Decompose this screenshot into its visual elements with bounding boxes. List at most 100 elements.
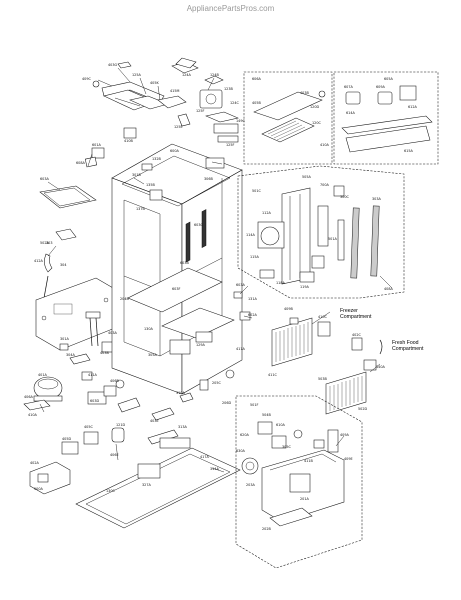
part-label: 603A — [236, 283, 245, 287]
part-label: 114A — [246, 233, 255, 237]
part-label: 310A — [176, 391, 185, 395]
part-label: 124C — [230, 101, 239, 105]
part-label: 403A — [108, 331, 117, 335]
part-label: 206D — [222, 401, 231, 405]
part-label: 412A — [34, 259, 43, 263]
part-label: 130A — [144, 327, 153, 331]
part-label: 124A — [182, 73, 191, 77]
part-label: 411C — [268, 373, 277, 377]
part-label: 417A — [200, 455, 209, 459]
part-label: 411A — [88, 373, 97, 377]
ice-maker-box — [235, 395, 363, 569]
evaporator-duct-box — [237, 165, 405, 299]
part-label: 409B — [284, 307, 293, 311]
part-label: 303 — [46, 241, 52, 245]
part-label: 305A — [148, 353, 157, 357]
part-label: 300C — [340, 195, 349, 199]
part-label: 115A — [250, 255, 259, 259]
part-label: 630A — [236, 449, 245, 453]
part-label: 125F — [226, 143, 234, 147]
part-label: 112A — [262, 211, 271, 215]
dispenser-parts-box — [333, 71, 439, 165]
part-label: 405K — [150, 81, 159, 85]
part-label: 120D — [310, 105, 319, 109]
part-label: 304 — [60, 263, 66, 267]
part-label: 609A — [376, 85, 385, 89]
part-label: 605A — [384, 77, 393, 81]
part-label: 205C — [212, 381, 221, 385]
part-label: 401A — [38, 373, 47, 377]
part-label: 125F — [196, 109, 204, 113]
part-label: 403B — [100, 351, 109, 355]
part-label: 406E — [110, 453, 119, 457]
part-label: 409C — [82, 77, 91, 81]
part-label: 118A — [276, 281, 285, 285]
part-label: 123B — [224, 87, 233, 91]
part-label: 620A — [240, 433, 249, 437]
part-label: 403G — [108, 63, 117, 67]
part-label: 505A — [302, 175, 311, 179]
part-label: 502A — [40, 241, 49, 245]
part-label: 301A — [60, 337, 69, 341]
part-label: 607A — [344, 85, 353, 89]
part-label: 120C — [312, 121, 321, 125]
part-label: 409E — [344, 457, 353, 461]
fresh-food-caption-line1: Fresh Food — [392, 340, 419, 346]
part-label: 304A — [66, 353, 75, 357]
freezer-caption-line2: Compartment — [340, 314, 372, 320]
part-label: 137B — [136, 207, 145, 211]
part-label: 411B — [304, 459, 313, 463]
part-label: 408A — [384, 287, 393, 291]
part-label: 502D — [358, 407, 367, 411]
part-label: 612A — [408, 105, 417, 109]
part-label: 601A — [92, 143, 101, 147]
part-label: 303A — [372, 197, 381, 201]
part-label: 411A — [236, 347, 245, 351]
part-label: 301B — [132, 173, 141, 177]
part-label: 409A — [340, 433, 349, 437]
main-cabinet — [111, 143, 251, 395]
part-label: 610A — [276, 423, 285, 427]
part-label: 314A — [210, 467, 219, 471]
part-label: 503B — [318, 377, 327, 381]
part-label: 614A — [346, 111, 355, 115]
part-label: 603D — [90, 399, 99, 403]
part-label: 131A — [248, 297, 257, 301]
part-label: 415M — [170, 89, 179, 93]
part-label: 606A — [252, 77, 261, 81]
part-label: 313A — [178, 425, 187, 429]
lower-parts — [29, 392, 241, 529]
part-label: 406B — [110, 379, 119, 383]
part-label: 119A — [300, 285, 309, 289]
part-label: 327A — [142, 483, 151, 487]
part-label: 603B — [180, 261, 189, 265]
part-label: 405B — [252, 101, 261, 105]
part-label: 410A — [320, 143, 329, 147]
part-label: 501C — [252, 189, 261, 193]
part-label: 204B — [120, 297, 129, 301]
part-label: 406A — [24, 395, 33, 399]
part-label: 405C — [84, 425, 93, 429]
part-label: 410A — [28, 413, 37, 417]
part-label: 130C — [106, 489, 115, 493]
part-label: 402A — [30, 461, 39, 465]
part-label: 403E — [150, 419, 159, 423]
part-label: 121D — [116, 423, 125, 427]
site-watermark: AppliancePartsPros.com — [186, 4, 275, 13]
fresh-food-caption-line2: Compartment — [392, 346, 424, 352]
part-label: 203A — [246, 483, 255, 487]
part-label: 700A — [320, 183, 329, 187]
part-label: 608A — [76, 161, 85, 165]
part-label: 149C — [236, 119, 245, 123]
part-label: 405D — [62, 437, 71, 441]
part-label: 600A — [170, 149, 179, 153]
part-label: 403B — [300, 91, 309, 95]
part-label: 602A — [248, 313, 257, 317]
part-label: 500A — [34, 487, 43, 491]
part-label: 504B — [262, 413, 271, 417]
part-label: 132B — [152, 157, 161, 161]
fresh-food-evaporator — [325, 337, 383, 415]
freezer-caption-line1: Freezer — [340, 308, 358, 314]
freezer-evaporator — [271, 317, 331, 367]
